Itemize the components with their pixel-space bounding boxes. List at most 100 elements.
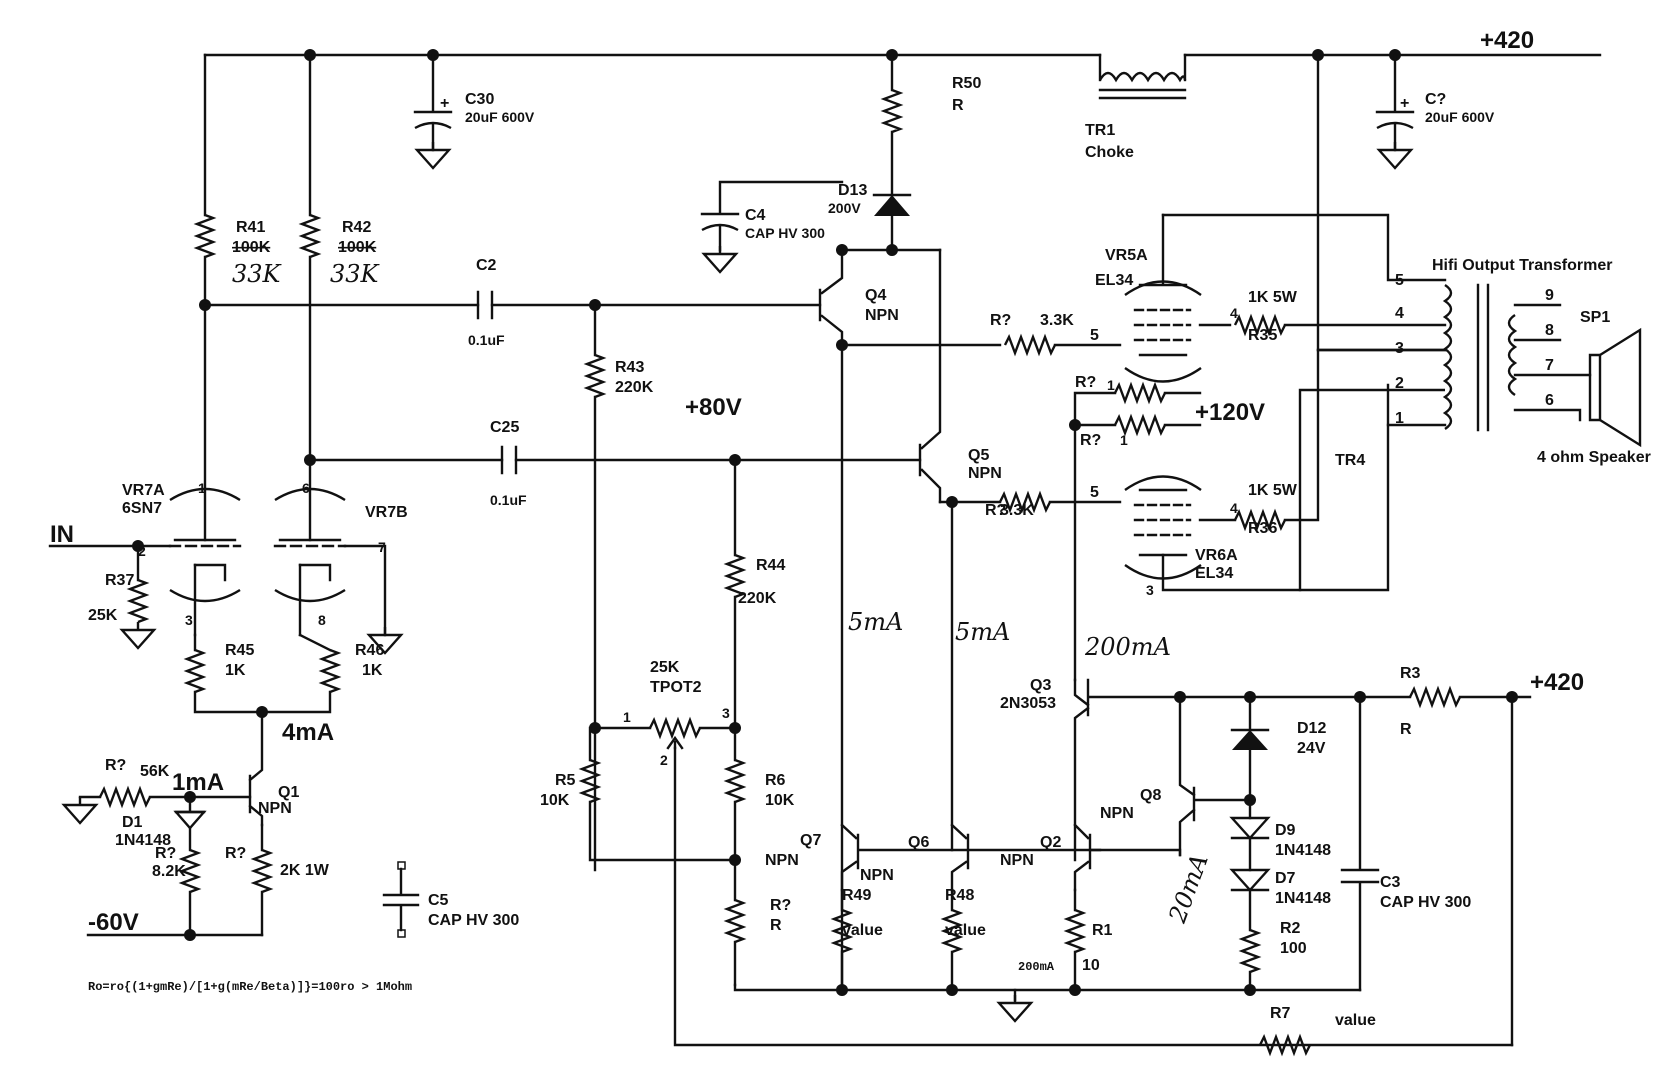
r2-value: 100 (1280, 940, 1307, 957)
vr7a-pin1: 1 (198, 480, 206, 496)
vr5a-pin5: 5 (1090, 327, 1099, 344)
rq82-value: 8.2K (152, 863, 186, 880)
r44-ref: R44 (756, 557, 785, 574)
rq2k-ref: R? (225, 845, 246, 862)
q1-type: NPN (258, 800, 292, 817)
cap-c30: + C30 20uF 600V (413, 53, 535, 170)
q2-type: NPN (1000, 852, 1034, 869)
resistor-rq82: R? 8.2K (152, 845, 200, 937)
rail-80v: +80V (685, 394, 742, 421)
vr7b-pin7: 7 (378, 539, 386, 555)
resistor-rq2k: R? 2K 1W (225, 823, 330, 937)
r41-hand: 33K (232, 260, 283, 288)
speaker-sp1: SP1 4 ohm Speaker (1537, 309, 1651, 466)
d9-ref: D9 (1275, 822, 1296, 839)
cq-ref: C? (1425, 91, 1446, 108)
q6-ref: Q6 (908, 834, 929, 851)
r36-value: 1K 5W (1248, 482, 1298, 499)
q8-ref: Q8 (1140, 787, 1161, 804)
d12-value: 24V (1297, 740, 1326, 757)
vr7b-ref: VR7B (365, 504, 408, 521)
sp1-value: 4 ohm Speaker (1537, 449, 1651, 466)
transistor-q8: Q8 NPN (1100, 695, 1256, 857)
c3-ref: C3 (1380, 874, 1401, 891)
annotation-200ma: 200mA (1084, 633, 1171, 661)
q8-type: NPN (1100, 805, 1134, 822)
cap-c4: C4 CAP HV 300 (700, 180, 844, 274)
resistor-r7: R7 value (1258, 1005, 1376, 1055)
transistor-q5: Q5 NPN (918, 248, 1002, 504)
r42-struck: 100K (338, 239, 377, 256)
r2-ref: R2 (1280, 920, 1301, 937)
resistor-r37: R37 25K (88, 544, 156, 650)
r6-value: 10K (765, 792, 795, 809)
tr1-ref: TR1 (1085, 122, 1115, 139)
choke-tr1: TR1 Choke (1085, 71, 1187, 161)
vr6a-pin5: 5 (1090, 484, 1099, 501)
sp1-ref: SP1 (1580, 309, 1610, 326)
q4-type: NPN (865, 307, 899, 324)
xfmr-pin2: 2 (1395, 375, 1404, 392)
c2-value: 0.1uF (468, 332, 505, 348)
transistor-q6: Q6 NPN (860, 823, 970, 892)
resistor-rq1a: R? 1 (1073, 374, 1202, 427)
tpot-pin3: 3 (722, 705, 730, 721)
d12-ref: D12 (1297, 720, 1326, 737)
tpot-value: 25K (650, 659, 680, 676)
resistor-rq1b: R? 1 (1073, 415, 1202, 449)
rq33a-value: 3.3K (1040, 312, 1074, 329)
c30-ref: C30 (465, 91, 494, 108)
resistor-rq33a: R? 3.3K 5 (990, 312, 1122, 355)
q2-ref: Q2 (1040, 834, 1061, 851)
cap-c2: C2 0.1uF (203, 257, 822, 348)
resistor-r42: R42 100K 33K (300, 53, 381, 542)
cq-value: 20uF 600V (1425, 109, 1495, 125)
r5-value: 10K (540, 792, 570, 809)
d13-value: 200V (828, 200, 861, 216)
resistor-r2: R2 100 (1240, 920, 1307, 992)
vr6a-pin3: 3 (1146, 582, 1154, 598)
xfmr-pin7: 7 (1545, 357, 1554, 374)
q3-ref: Q3 (1030, 677, 1051, 694)
r7-ref: R7 (1270, 1005, 1291, 1022)
r50-value: R (952, 97, 964, 114)
q4-ref: Q4 (865, 287, 886, 304)
r37-value: 25K (88, 607, 118, 624)
xfmr-pin9: 9 (1545, 287, 1554, 304)
vr5a-ref: VR5A (1105, 247, 1148, 264)
r1-ref: R1 (1092, 922, 1113, 939)
cap-c5: C5 CAP HV 300 (382, 861, 519, 938)
rq1b-value: 1 (1120, 432, 1128, 448)
r3-ref: R3 (1400, 665, 1421, 682)
r50-ref: R50 (952, 75, 981, 92)
annotation-5ma-a: 5mA (848, 608, 903, 636)
r48-ref: R48 (945, 887, 974, 904)
svg-text:+: + (440, 95, 449, 112)
resistor-r46: R46 1K (298, 633, 384, 694)
rq56-value: 56K (140, 763, 170, 780)
resistor-rq56: R? 56K (62, 757, 196, 825)
transistor-q7: Q7 NPN (765, 823, 860, 892)
q5-ref: Q5 (968, 447, 989, 464)
rq33a-ref: R? (990, 312, 1011, 329)
resistor-rq33b: R? 3.3K 5 (985, 484, 1122, 519)
vr6a-ref: VR6A (1195, 547, 1238, 564)
q7-type: NPN (765, 852, 799, 869)
rq33b-ref: R? (985, 502, 1006, 519)
r42-hand: 33K (330, 260, 381, 288)
resistor-r1: R1 10 (1065, 888, 1113, 992)
c5-value: CAP HV 300 (428, 912, 519, 929)
rq2k-value: 2K 1W (280, 862, 330, 879)
zener-d13: D13 200V (828, 182, 912, 252)
rail-label-right: +420 (1530, 669, 1584, 696)
rq33b-value: 3.3K (1000, 502, 1034, 519)
wire-q2-q8 (1088, 848, 1182, 857)
d1-value: 1N4148 (115, 832, 171, 849)
d13-ref: D13 (838, 182, 867, 199)
rq-bottom-ref: R? (770, 897, 791, 914)
r7-value: value (1335, 1012, 1376, 1029)
r48-value: value (945, 922, 986, 939)
r36-ref: R36 (1248, 520, 1277, 537)
transistor-q1: Q1 NPN (188, 710, 299, 827)
xfmr-pin6: 6 (1545, 392, 1554, 409)
